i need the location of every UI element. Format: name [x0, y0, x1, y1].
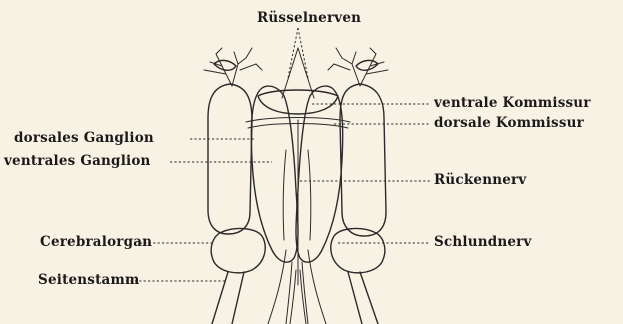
label-dorsales-ganglion: dorsales Ganglion	[14, 132, 154, 146]
ventral-commissure-shape	[258, 90, 338, 114]
left-ruessel-knot	[214, 60, 236, 70]
left-cerebral-organ-shape	[211, 229, 265, 273]
right-dorsal-ganglion-shape	[340, 84, 386, 236]
label-cerebralorgan: Cerebralorgan	[40, 236, 152, 250]
label-seitenstamm: Seitenstamm	[38, 274, 139, 288]
left-ruessel-branches	[204, 48, 262, 86]
left-pharyngeal-nerve	[268, 250, 292, 324]
label-ventrale-kommissur: ventrale Kommissur	[434, 97, 591, 111]
label-dorsale-kommissur: dorsale Kommissur	[434, 117, 584, 131]
label-ventrales-ganglion: ventrales Ganglion	[4, 155, 151, 169]
label-rueckennerv: Rückennerv	[434, 174, 526, 188]
left-dorsal-ganglion-shape	[208, 84, 252, 234]
right-ruessel-knot	[356, 60, 378, 70]
left-lateral-cord	[212, 272, 244, 324]
right-lateral-cord	[348, 272, 378, 324]
left-ventral-ganglion-shape	[251, 86, 298, 262]
label-ruesselnerven: Rüsselnerven	[257, 12, 361, 26]
label-schlundnerv: Schlundnerv	[434, 236, 532, 250]
right-ruessel-branches	[328, 48, 388, 86]
right-ventral-ganglion-shape	[296, 86, 343, 262]
right-pharyngeal-nerve	[302, 250, 326, 324]
